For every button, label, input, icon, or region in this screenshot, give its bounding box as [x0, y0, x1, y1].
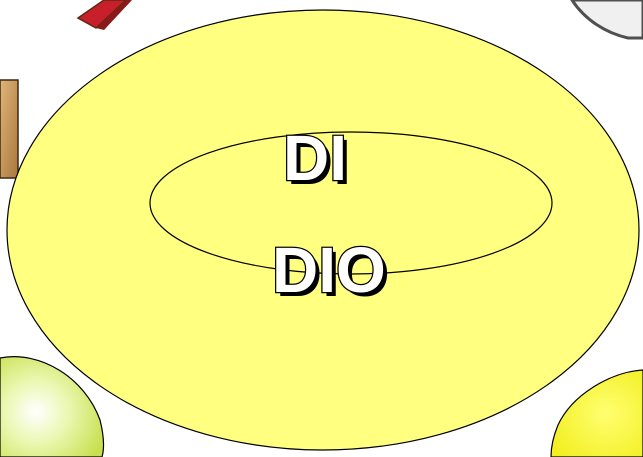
yellow-blob-right	[551, 370, 643, 457]
outer-ellipse-dio	[7, 10, 639, 450]
inner-label: DI	[283, 122, 347, 194]
brown-block	[0, 80, 18, 178]
outer-label: DIO	[272, 234, 386, 306]
corner-shape-top-right	[572, 0, 643, 38]
arrow-fragment-icon	[78, 0, 132, 30]
